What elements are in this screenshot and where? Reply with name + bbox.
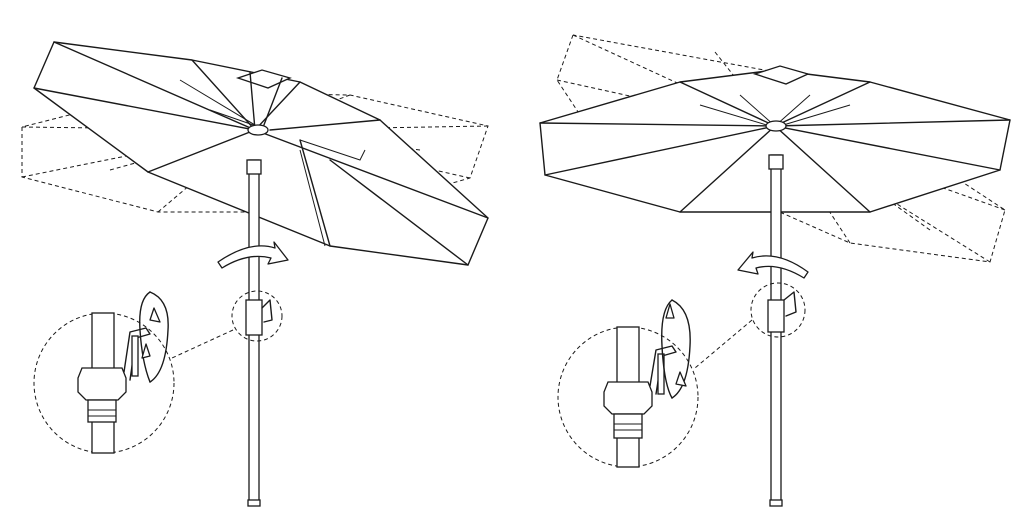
magnifier-detail-icon (231, 290, 283, 342)
left-panel (21, 41, 489, 507)
crank-handle-icon (261, 299, 273, 323)
rotation-arrow-icon (217, 241, 289, 269)
magnifier-detail-icon (750, 282, 806, 338)
rotation-arrow-icon (737, 251, 809, 279)
right-panel (539, 34, 1011, 507)
right-crank-detail (557, 299, 699, 468)
left-tilted-canopy (33, 41, 489, 266)
right-neutral-canopy (539, 65, 1011, 213)
left-crank-detail (33, 291, 175, 454)
left-pole (245, 159, 263, 507)
crank-handle-icon (783, 291, 797, 317)
right-pole (767, 154, 785, 507)
